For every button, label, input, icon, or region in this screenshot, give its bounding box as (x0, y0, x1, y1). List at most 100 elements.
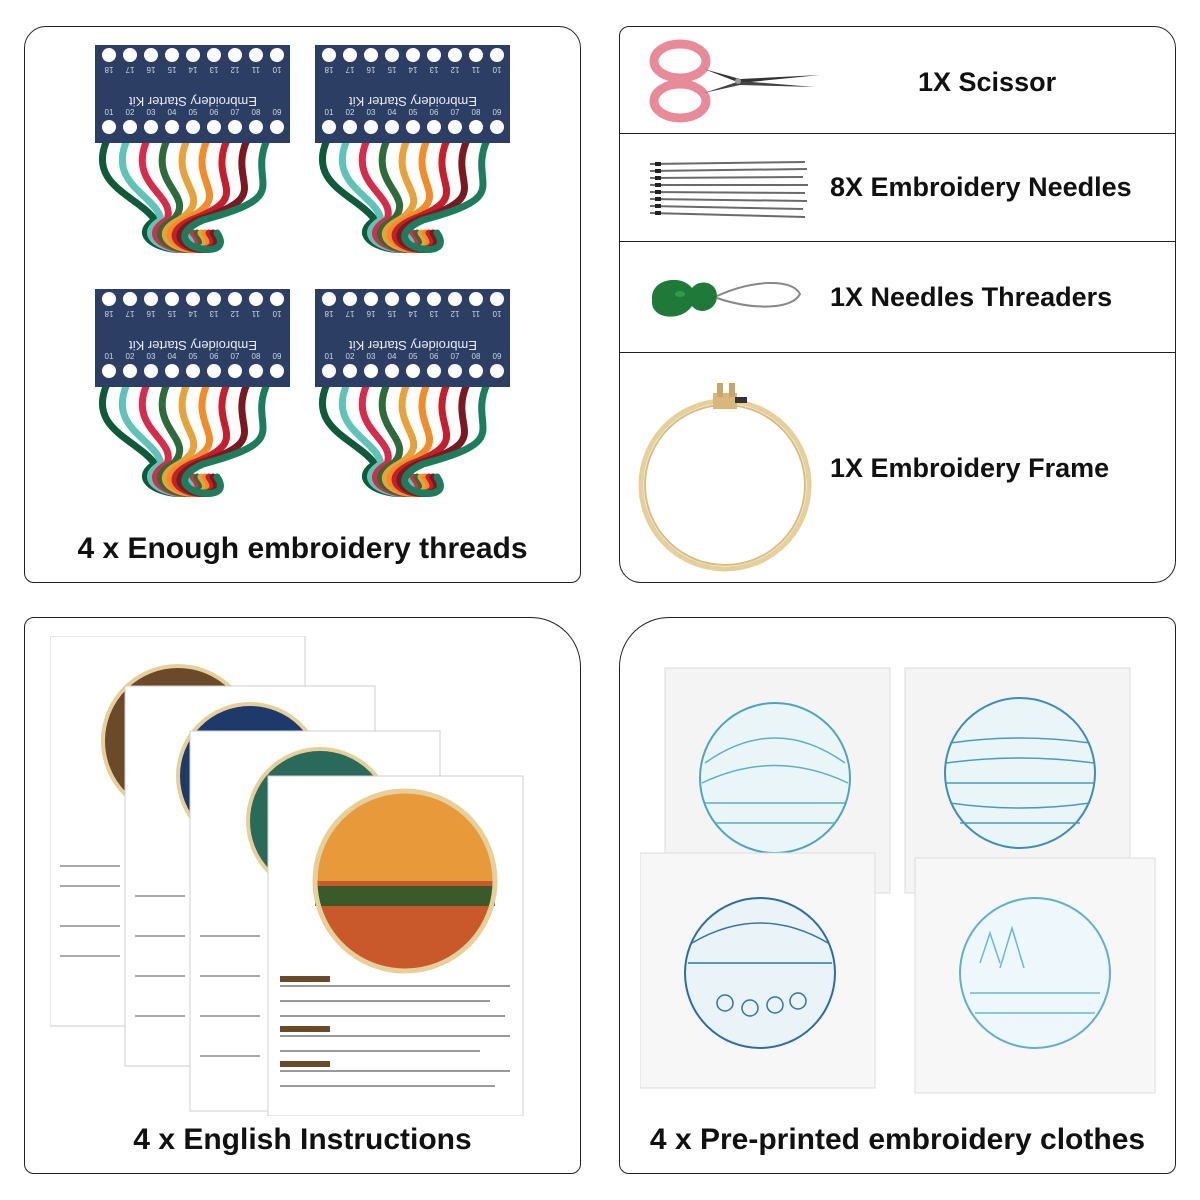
tool-row-threader: 1X Needles Threaders (620, 242, 1175, 353)
card-title: Embroidery Starter Kit (349, 94, 477, 109)
card-hole (364, 120, 378, 134)
card-hole (406, 120, 420, 134)
card-hole (448, 120, 462, 134)
card-hole (322, 120, 336, 134)
card-hole (448, 364, 462, 378)
cloth-sheet-4 (914, 857, 1156, 1094)
card-hole (490, 48, 504, 62)
card-hole (165, 120, 179, 134)
card-number-top: 18 (324, 309, 333, 318)
card-number-bottom: 05 (409, 108, 418, 117)
card-hole (385, 48, 399, 62)
card-hole (102, 364, 116, 378)
card-hole (406, 364, 420, 378)
cloth-sheet-3 (640, 852, 876, 1089)
card-hole (490, 364, 504, 378)
card-number-top: 10 (272, 309, 281, 318)
card-number-top: 13 (429, 65, 438, 74)
needle-threader-icon (651, 279, 802, 317)
card-number-bottom: 04 (388, 352, 397, 361)
card-number-bottom: 07 (451, 108, 460, 117)
tools-panel: 1X Scissor 8X Embroidery Needles (619, 26, 1176, 583)
card-number-top: 15 (167, 65, 176, 74)
card-hole (448, 292, 462, 306)
card-number-bottom: 08 (472, 352, 481, 361)
card-hole (186, 364, 200, 378)
needles-icon (649, 161, 808, 218)
thread-skein (181, 136, 271, 254)
card-number-top: 11 (251, 309, 260, 318)
card-hole (144, 292, 158, 306)
tool-row-scissor: 1X Scissor (620, 27, 1175, 134)
card-hole (270, 364, 284, 378)
card-number-top: 18 (104, 309, 113, 318)
card-number-bottom: 06 (210, 108, 219, 117)
card-hole (490, 292, 504, 306)
card-hole (322, 364, 336, 378)
card-number-top: 17 (125, 309, 134, 318)
card-hole (186, 48, 200, 62)
card-hole (228, 120, 242, 134)
tool-row-needles: 8X Embroidery Needles (620, 134, 1175, 242)
card-number-top: 14 (188, 65, 197, 74)
card-number-top: 13 (209, 309, 218, 318)
card-number-top: 14 (408, 309, 417, 318)
instructions-panel: 4 x English Instructions (24, 617, 581, 1174)
card-number-top: 10 (272, 65, 281, 74)
card-hole (186, 292, 200, 306)
card-hole (207, 120, 221, 134)
card-number-bottom: 03 (367, 352, 376, 361)
card-number-bottom: 05 (409, 352, 418, 361)
card-number-top: 11 (251, 65, 260, 74)
card-number-bottom: 09 (493, 108, 502, 117)
card-number-top: 18 (324, 65, 333, 74)
card-number-top: 18 (104, 65, 113, 74)
card-hole (207, 48, 221, 62)
thread-skein (181, 380, 271, 498)
card-number-top: 16 (146, 309, 155, 318)
card-number-bottom: 02 (346, 352, 355, 361)
card-hole (469, 292, 483, 306)
card-hole (123, 292, 137, 306)
card-number-bottom: 01 (325, 108, 334, 117)
card-hole (165, 364, 179, 378)
card-title: Embroidery Starter Kit (129, 338, 257, 353)
card-number-bottom: 06 (430, 352, 439, 361)
card-number-bottom: 04 (168, 352, 177, 361)
cloth-caption: 4 x Pre-printed embroidery clothes (649, 1123, 1146, 1156)
card-hole (343, 292, 357, 306)
card-number-top: 11 (471, 65, 480, 74)
card-hole (144, 120, 158, 134)
needles-label: 8X Embroidery Needles (830, 172, 1132, 202)
card-hole (102, 48, 116, 62)
card-number-bottom: 05 (189, 352, 198, 361)
card-number-bottom: 08 (252, 108, 261, 117)
card-hole (406, 292, 420, 306)
cloth-panel: 4 x Pre-printed embroidery clothes (619, 617, 1176, 1174)
card-hole (322, 292, 336, 306)
card-number-top: 16 (366, 309, 375, 318)
embroidery-hoop-icon (638, 383, 812, 572)
card-number-bottom: 05 (189, 108, 198, 117)
card-number-bottom: 07 (231, 108, 240, 117)
card-hole (123, 120, 137, 134)
card-number-bottom: 08 (472, 108, 481, 117)
thread-skein (401, 136, 491, 254)
frame-label: 1X Embroidery Frame (830, 453, 1110, 483)
card-number-bottom: 03 (367, 108, 376, 117)
cloth-sheets-illustration (640, 667, 1156, 1094)
card-hole (228, 48, 242, 62)
card-number-top: 11 (471, 309, 480, 318)
card-hole (469, 364, 483, 378)
card-hole (385, 120, 399, 134)
card-number-bottom: 04 (168, 108, 177, 117)
card-hole (228, 364, 242, 378)
card-title: Embroidery Starter Kit (129, 94, 257, 109)
card-hole (228, 292, 242, 306)
card-hole (270, 120, 284, 134)
card-hole (102, 120, 116, 134)
card-number-top: 13 (209, 65, 218, 74)
card-number-top: 12 (230, 309, 239, 318)
card-hole (385, 364, 399, 378)
